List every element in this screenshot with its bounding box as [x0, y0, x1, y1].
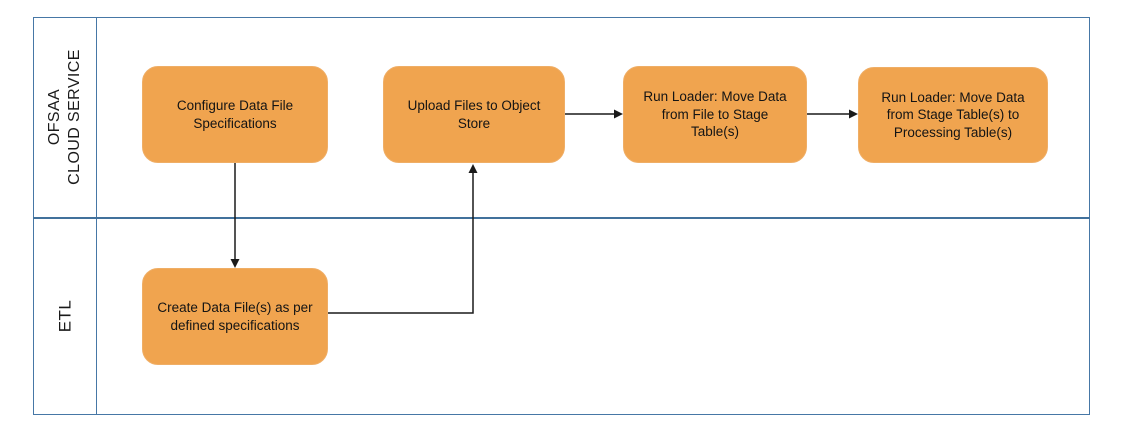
- node-label: Run Loader: Move Data from File to Stage…: [643, 89, 787, 140]
- lane-label-column-divider: [96, 17, 97, 415]
- lane-label-etl: ETL: [55, 299, 75, 333]
- lane-divider: [33, 217, 1090, 219]
- node-upload-files-to-object-store: Upload Files to Object Store: [383, 66, 565, 163]
- node-label: Run Loader: Move Data from Stage Table(s…: [881, 89, 1025, 140]
- lane-label-ofsaa-cloud-service: OFSAA CLOUD SERVICE: [46, 49, 83, 185]
- diagram-frame: [33, 17, 1090, 415]
- node-configure-data-file-specifications: Configure Data File Specifications: [142, 66, 328, 163]
- node-run-loader-file-to-stage: Run Loader: Move Data from File to Stage…: [623, 66, 807, 163]
- node-create-data-files: Create Data File(s) as per defined speci…: [142, 268, 328, 365]
- node-run-loader-stage-to-processing: Run Loader: Move Data from Stage Table(s…: [858, 67, 1048, 163]
- node-label: Upload Files to Object Store: [407, 97, 541, 131]
- node-label: Create Data File(s) as per defined speci…: [157, 299, 313, 333]
- node-label: Configure Data File Specifications: [176, 97, 294, 131]
